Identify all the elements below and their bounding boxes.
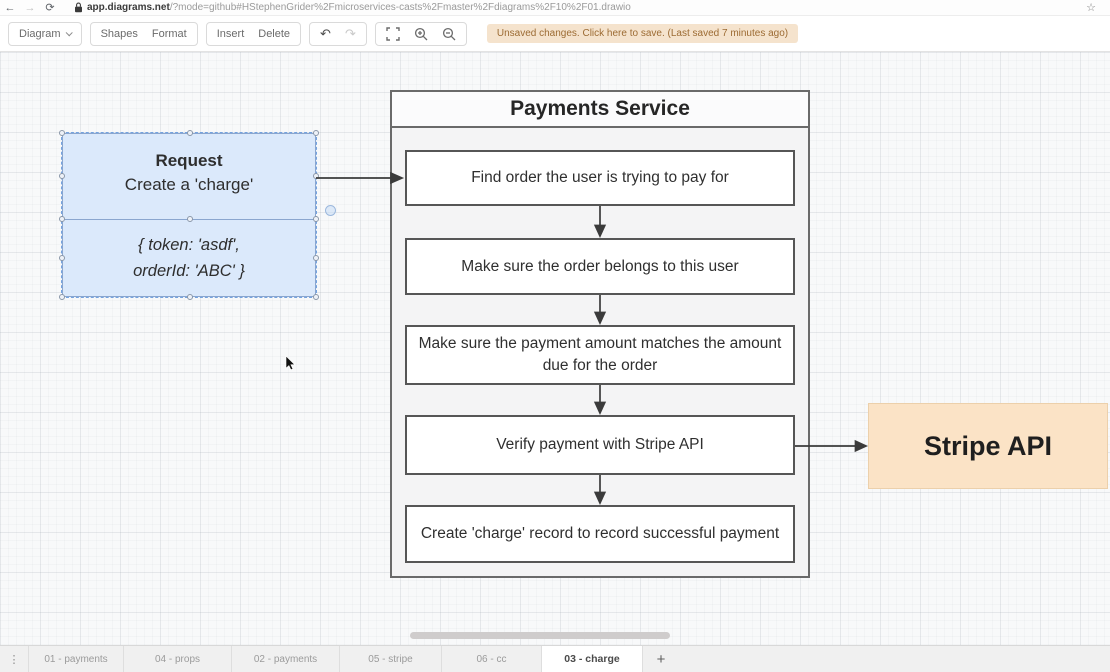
selection-handle[interactable] bbox=[313, 255, 319, 261]
selection-handle[interactable] bbox=[59, 255, 65, 261]
request-payload-section: { token: 'asdf', orderId: 'ABC' } bbox=[63, 219, 315, 284]
browser-forward-icon[interactable]: → bbox=[24, 1, 36, 14]
stripe-api-shape[interactable]: Stripe API bbox=[868, 403, 1108, 489]
selection-handle[interactable] bbox=[187, 216, 193, 222]
history-group: ↶ ↷ bbox=[309, 21, 367, 46]
selection-handle[interactable] bbox=[187, 294, 193, 300]
tab-01-payments[interactable]: 01 - payments bbox=[28, 646, 124, 672]
request-title: Request bbox=[155, 151, 223, 170]
edit-group: Insert Delete bbox=[205, 21, 302, 46]
chevron-down-icon bbox=[65, 29, 73, 37]
bookmark-star-icon[interactable]: ☆ bbox=[1086, 2, 1096, 14]
zoom-in-icon[interactable] bbox=[414, 27, 428, 41]
step-order-belongs-to-user[interactable]: Make sure the order belongs to this user bbox=[405, 238, 795, 295]
browser-reload-icon[interactable]: ⟳ bbox=[45, 2, 55, 14]
mouse-cursor bbox=[285, 355, 296, 371]
request-payload-line1: { token: 'asdf', bbox=[138, 236, 240, 254]
zoom-out-icon[interactable] bbox=[442, 27, 456, 41]
view-group bbox=[374, 21, 467, 46]
container-title: Payments Service bbox=[392, 92, 808, 128]
insert-button[interactable]: Insert bbox=[216, 27, 245, 40]
redo-icon[interactable]: ↷ bbox=[344, 25, 356, 41]
selection-handle[interactable] bbox=[59, 216, 65, 222]
diagram-menu-group: Diagram bbox=[8, 21, 82, 46]
ssl-lock-icon bbox=[74, 2, 83, 13]
tab-06-cc[interactable]: 06 - cc bbox=[442, 646, 542, 672]
selection-handle[interactable] bbox=[59, 130, 65, 136]
selection-handle[interactable] bbox=[313, 130, 319, 136]
selection-handle[interactable] bbox=[59, 294, 65, 300]
step-verify-with-stripe[interactable]: Verify payment with Stripe API bbox=[405, 415, 795, 475]
delete-button[interactable]: Delete bbox=[258, 27, 291, 40]
url-domain[interactable]: app.diagrams.net bbox=[87, 2, 170, 13]
selection-handle[interactable] bbox=[313, 216, 319, 222]
tab-02-payments[interactable]: 02 - payments bbox=[232, 646, 340, 672]
unsaved-changes-banner[interactable]: Unsaved changes. Click here to save. (La… bbox=[486, 24, 799, 43]
request-shape-selected[interactable]: Request Create a 'charge' { token: 'asdf… bbox=[61, 132, 317, 298]
tab-05-stripe[interactable]: 05 - stripe bbox=[340, 646, 442, 672]
undo-icon[interactable]: ↶ bbox=[320, 25, 331, 41]
browser-back-icon[interactable]: ← bbox=[4, 1, 16, 14]
selection-handle[interactable] bbox=[313, 294, 319, 300]
selection-handle[interactable] bbox=[187, 130, 193, 136]
shapes-button[interactable]: Shapes bbox=[100, 27, 138, 40]
selection-handle[interactable] bbox=[59, 173, 65, 179]
step-create-charge-record[interactable]: Create 'charge' record to record success… bbox=[405, 505, 795, 563]
request-subtitle: Create a 'charge' bbox=[124, 175, 254, 194]
request-payload-line2: orderId: 'ABC' } bbox=[133, 261, 245, 280]
pages-menu-icon[interactable]: ⋮ bbox=[8, 653, 20, 666]
tab-04-props[interactable]: 04 - props bbox=[124, 646, 232, 672]
tab-03-charge-active[interactable]: 03 - charge bbox=[542, 646, 643, 672]
step-find-order[interactable]: Find order the user is trying to pay for bbox=[405, 150, 795, 206]
diagram-menu-label: Diagram bbox=[19, 27, 61, 40]
panels-group: Shapes Format bbox=[89, 21, 198, 46]
format-button[interactable]: Format bbox=[151, 27, 187, 40]
diagram-menu-button[interactable]: Diagram bbox=[19, 27, 73, 40]
add-page-button[interactable]: + bbox=[656, 650, 666, 668]
canvas-horizontal-scrollbar[interactable] bbox=[410, 632, 670, 639]
fullscreen-icon[interactable] bbox=[386, 26, 400, 41]
stripe-api-label: Stripe API bbox=[923, 430, 1053, 461]
drawio-toolbar: Diagram Shapes Format Insert Delete ↶ ↷ bbox=[0, 16, 1110, 52]
connection-point-icon[interactable] bbox=[325, 205, 336, 216]
browser-address-bar: ← → ⟳ app.diagrams.net /?mode=github#HSt… bbox=[0, 0, 1110, 16]
step-payment-amount-matches[interactable]: Make sure the payment amount matches the… bbox=[405, 325, 795, 385]
request-header-section: Request Create a 'charge' bbox=[63, 134, 315, 219]
page-tab-bar: ⋮ 01 - payments 04 - props 02 - payments… bbox=[0, 645, 1110, 672]
url-path[interactable]: /?mode=github#HStephenGrider%2Fmicroserv… bbox=[169, 2, 631, 13]
